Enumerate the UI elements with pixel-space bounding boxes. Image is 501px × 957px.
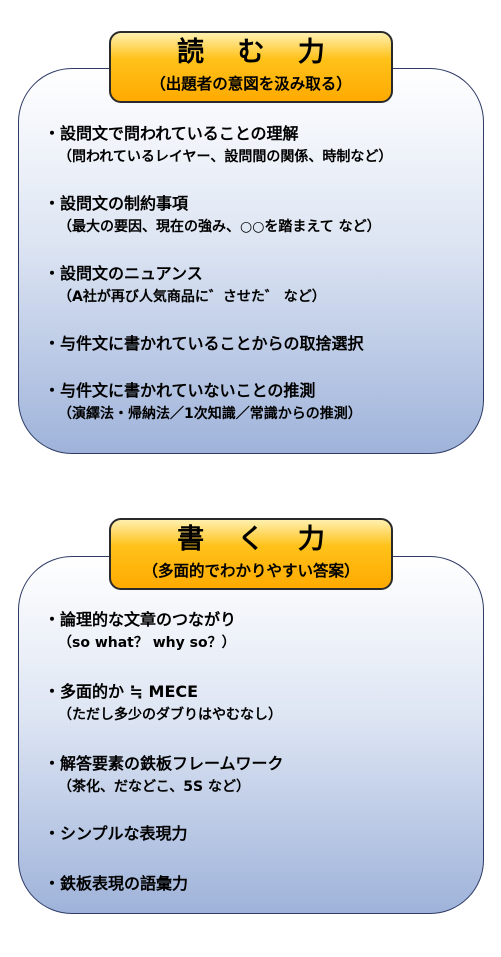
reading-item-sub: （演繹法・帰納法／1次知識／常識からの推測）: [58, 406, 362, 422]
reading-item-main: ・与件文に書かれていることからの取捨選択: [44, 334, 364, 353]
writing-item-main: ・シンプルな表現力: [44, 824, 188, 843]
reading-item-main: ・設問文のニュアンス: [44, 264, 203, 283]
reading-item: ・設問文のニュアンス （A社が再び人気商品に゛させた゛ など）: [44, 264, 474, 306]
writing-panel: [18, 556, 484, 914]
writing-item-sub: （ただし多少のダブりはやむなし）: [58, 707, 282, 723]
reading-item-main: ・設問文の制約事項: [44, 194, 189, 213]
reading-item: ・設問文で問われていることの理解 （問われているレイヤー、設問間の関係、時制など…: [44, 124, 474, 166]
reading-item: ・与件文に書かれていることからの取捨選択: [44, 334, 474, 354]
reading-item-main: ・設問文で問われていることの理解: [44, 124, 299, 143]
writing-title-box: 書 く 力 （多面的でわかりやすい答案）: [109, 518, 393, 590]
reading-item: ・設問文の制約事項 （最大の要因、現在の強み、○○を踏まえて など）: [44, 194, 474, 236]
writing-item-main: ・論理的な文章のつながり: [44, 610, 237, 629]
writing-item-sub: （茶化、だなどこ、5S など）: [58, 779, 250, 795]
writing-item: ・解答要素の鉄板フレームワーク （茶化、だなどこ、5S など）: [44, 754, 474, 796]
reading-title-box: 読 む 力 （出題者の意図を汲み取る）: [109, 31, 393, 103]
reading-item-main: ・与件文に書かれていないことの推測: [44, 381, 316, 400]
reading-item-sub: （最大の要因、現在の強み、○○を踏まえて など）: [58, 219, 381, 235]
writing-item-sub: （so what？ why so？）: [58, 635, 236, 651]
reading-item: ・与件文に書かれていないことの推測 （演繹法・帰納法／1次知識／常識からの推測）: [44, 381, 474, 423]
writing-item: ・多面的か ≒ MECE （ただし多少のダブりはやむなし）: [44, 682, 474, 724]
reading-panel: [18, 68, 484, 454]
writing-item-main: ・多面的か ≒ MECE: [44, 682, 199, 701]
writing-item-main: ・解答要素の鉄板フレームワーク: [44, 754, 284, 773]
writing-item: ・論理的な文章のつながり （so what？ why so？）: [44, 610, 474, 652]
writing-title: 書 く 力: [177, 524, 337, 555]
reading-item-sub: （問われているレイヤー、設問間の関係、時制など）: [58, 149, 393, 165]
writing-item: ・シンプルな表現力: [44, 824, 474, 844]
writing-subtitle: （多面的でわかりやすい答案）: [142, 562, 360, 580]
reading-title: 読 む 力: [177, 37, 337, 68]
reading-item-sub: （A社が再び人気商品に゛させた゛ など）: [58, 289, 326, 305]
writing-item: ・鉄板表現の語彙力: [44, 874, 474, 894]
writing-item-main: ・鉄板表現の語彙力: [44, 874, 189, 893]
reading-subtitle: （出題者の意図を汲み取る）: [150, 75, 352, 93]
